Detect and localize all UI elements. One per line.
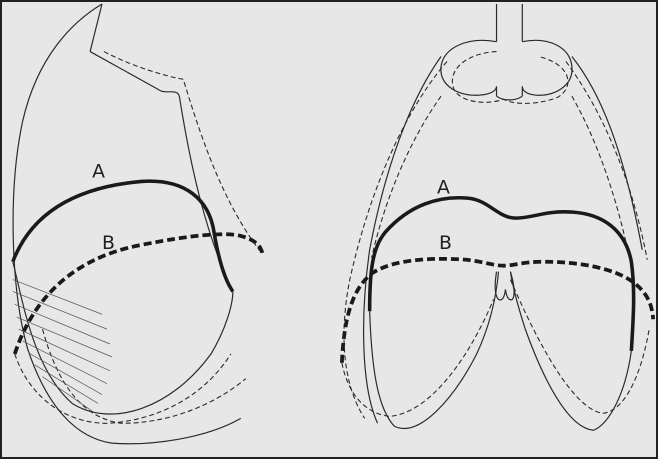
frontal-view: A B bbox=[342, 4, 653, 430]
trachea bbox=[497, 4, 523, 42]
frontal-label-b: B bbox=[439, 233, 452, 254]
frontal-curve-b bbox=[342, 259, 653, 363]
lateral-expanded-lower bbox=[43, 329, 246, 423]
lateral-view: A B bbox=[13, 4, 263, 444]
lateral-label-a: A bbox=[92, 161, 105, 182]
frontal-label-a: A bbox=[437, 177, 450, 198]
mediastinum bbox=[441, 40, 572, 100]
mediastinum-expanded bbox=[452, 52, 568, 104]
lateral-curve-a bbox=[13, 181, 233, 291]
frontal-thoracic-wall bbox=[364, 57, 643, 424]
frontal-thoracic-wall-expanded-2 bbox=[372, 96, 630, 258]
lateral-label-b: B bbox=[102, 233, 115, 254]
lateral-hatching bbox=[13, 280, 112, 413]
lateral-back-wall bbox=[90, 52, 233, 292]
lateral-curve-b bbox=[15, 234, 263, 354]
frontal-curve-a bbox=[370, 198, 634, 351]
frontal-lung-right bbox=[510, 272, 631, 431]
frontal-thoracic-wall-expanded bbox=[344, 61, 647, 418]
frontal-lung-left bbox=[370, 272, 499, 429]
lateral-expanded-wall bbox=[104, 52, 261, 252]
